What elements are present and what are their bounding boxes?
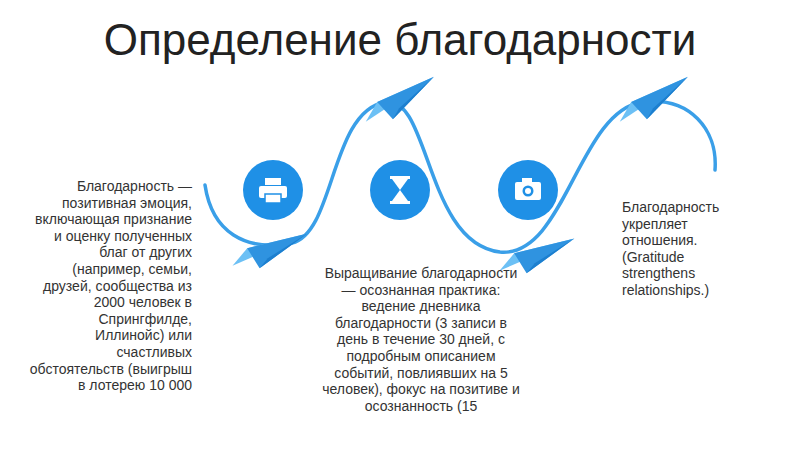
paper-plane (360, 77, 443, 129)
paper-plane (614, 77, 697, 129)
diagram-title: Определение благодарности (0, 14, 800, 66)
hourglass-icon (370, 160, 430, 220)
camera-icon (498, 160, 558, 220)
printer-icon (243, 160, 303, 220)
definition-note: Благодарность — позитивная эмоция, включ… (28, 178, 192, 394)
paper-plane (229, 233, 312, 273)
relationship-note: Благодарность укрепляет отношения. (Grat… (622, 199, 746, 299)
practice-note: Выращивание благодарности — осознанная п… (318, 265, 524, 414)
